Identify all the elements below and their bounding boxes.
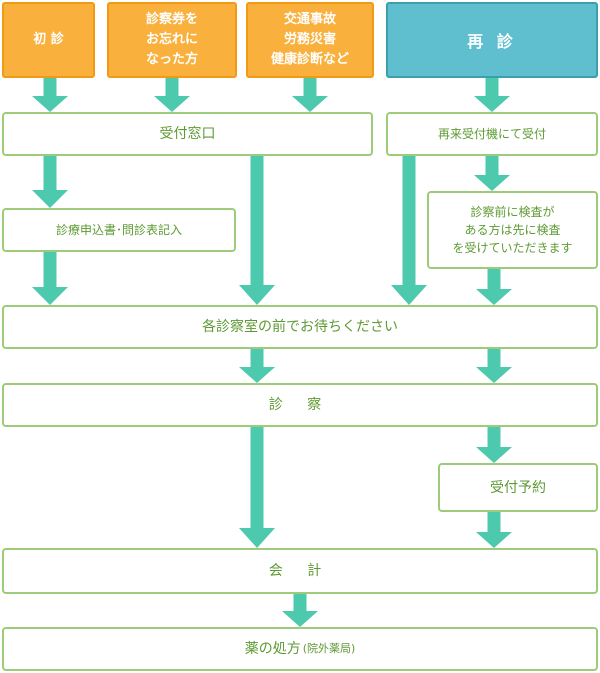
prescription-note: (院外薬局) [302,642,356,655]
first-visit-box: 初 診 [2,2,95,78]
arrow-forgot-card-to-reception [154,78,190,112]
payment-box: 会 計 [2,548,598,594]
insurance-case-box: 交通事故 労務災害 健康診断など [246,2,374,78]
arrow-reservation-to-payment [476,512,512,548]
examination-label: 診 察 [268,397,332,413]
pre-exam-test-label: 診察前に検査が ある方は先に検査 を受けていただきます [452,205,573,255]
reception-desk-label: 受付窓口 [159,126,216,142]
pre-exam-test-box: 診察前に検査が ある方は先に検査 を受けていただきます [427,191,598,269]
arrow-reception-to-waiting [239,156,275,305]
arrow-waiting-to-exam-left [239,349,275,383]
prescription-box: 薬の処方(院外薬局) [2,627,598,671]
arrow-return-visit-to-kiosk [474,78,510,112]
waiting-room-box: 各診察室の前でお待ちください [2,305,598,349]
arrow-first-visit-to-reception [32,78,68,112]
arrow-pre-exam-to-waiting [476,269,512,305]
return-visit-box: 再 診 [386,2,598,78]
reservation-box: 受付予約 [438,463,598,512]
return-kiosk-label: 再来受付機にて受付 [437,127,546,141]
reception-desk-box: 受付窓口 [2,112,373,156]
forgot-card-label: 診察券を お忘れに なった方 [145,12,198,67]
examination-box: 診 察 [2,383,598,427]
arrow-exam-to-payment [239,427,275,548]
payment-label: 会 計 [268,563,332,579]
arrow-insurance-to-reception [292,78,328,112]
return-visit-label: 再 診 [467,32,517,51]
forms-label: 診療申込書･問診表記入 [55,223,182,237]
arrow-forms-to-waiting [32,252,68,305]
arrow-exam-to-reservation [476,427,512,463]
prescription-label: 薬の処方 [244,641,301,657]
waiting-room-label: 各診察室の前でお待ちください [202,319,398,335]
arrow-payment-to-prescription [282,594,318,627]
arrow-reception-to-forms [32,156,68,208]
insurance-case-label: 交通事故 労務災害 健康診断など [270,12,349,67]
arrow-kiosk-to-pre-exam [474,156,510,191]
return-kiosk-box: 再来受付機にて受付 [386,112,598,156]
forms-box: 診療申込書･問診表記入 [2,208,236,252]
arrow-waiting-to-exam-right [476,349,512,383]
reservation-label: 受付予約 [490,479,546,496]
arrow-kiosk-to-waiting [391,156,427,305]
first-visit-label: 初 診 [33,32,64,47]
forgot-card-box: 診察券を お忘れに なった方 [107,2,237,78]
